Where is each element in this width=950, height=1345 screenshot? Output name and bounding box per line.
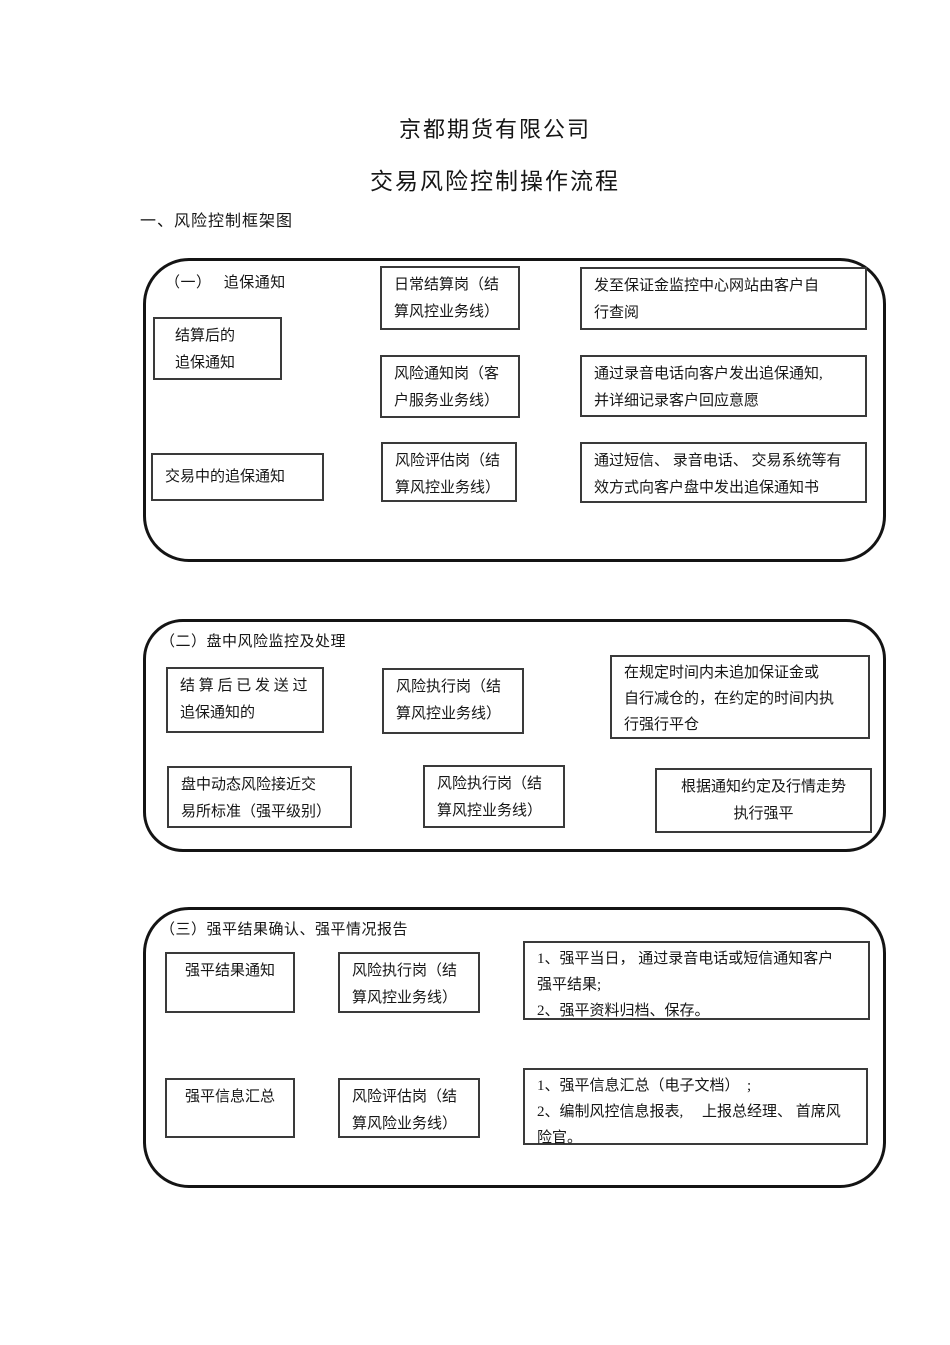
flow-box-dynamic-risk: 盘中动态风险接近交 易所标准（强平级别） [167,766,352,828]
flow-box-summary-steps: 1、强平信息汇总（电子文档） ; 2、编制风控信息报表, 上报总经理、 首席风 … [523,1068,868,1146]
flow-box-risk-exec-post-2: 风险执行岗（结 算风控业务线） [423,765,565,828]
flow-box-daily-settlement-post: 日常结算岗（结 算风控业务线） [380,266,520,330]
flow-box-risk-assess-post: 风险评估岗（结 算风控业务线） [381,442,517,502]
flow-box-force-liquidation: 在规定时间内未追加保证金或 自行减仓的，在约定的时间内执 行强行平仓 [610,655,870,739]
flow3-label: （三）强平结果确认、强平情况报告 [160,922,409,938]
flow2-label: （二）盘中风险监控及处理 [160,634,347,650]
doc-subtitle: 交易风险控制操作流程 [370,169,620,194]
flow-box-risk-assess-post-2: 风险评估岗（结 算风险业务线） [338,1078,480,1138]
flow-box-settle-after-notice: 结算后的 追保通知 [153,317,282,380]
flow-box-risk-exec-post-1: 风险执行岗（结 算风控业务线） [382,668,524,734]
flow-box-result-notice: 强平结果通知 [165,952,295,1013]
doc-title: 京都期货有限公司 [398,117,591,142]
flow-box-risk-notify-post: 风险通知岗（客 户服务业务线） [380,355,520,418]
section-heading: 一、风险控制框架图 [140,213,294,230]
flow-box-phone-notice: 通过录音电话向客户发出追保通知, 并详细记录客户回应意愿 [580,355,867,417]
flow-box-info-summary: 强平信息汇总 [165,1078,295,1138]
flow-box-website-notice: 发至保证金监控中心网站由客户自 行查阅 [580,267,867,330]
flow-box-intraday-notice: 交易中的追保通知 [151,453,324,501]
flow-box-exec-by-agreement: 根据通知约定及行情走势 执行强平 [655,768,872,833]
flow1-label: （一） 追保通知 [165,275,286,291]
flow-box-result-steps: 1、强平当日， 通过录音电话或短信通知客户 强平结果; 2、强平资料归档、保存。 [523,941,870,1020]
flow-box-notice-sent: 结 算 后 已 发 送 过 追保通知的 [166,667,324,733]
flow-box-risk-exec-post-3: 风险执行岗（结 算风控业务线） [338,952,480,1013]
flow-box-multichannel-notice: 通过短信、 录音电话、 交易系统等有 效方式向客户盘中发出追保通知书 [580,442,867,503]
